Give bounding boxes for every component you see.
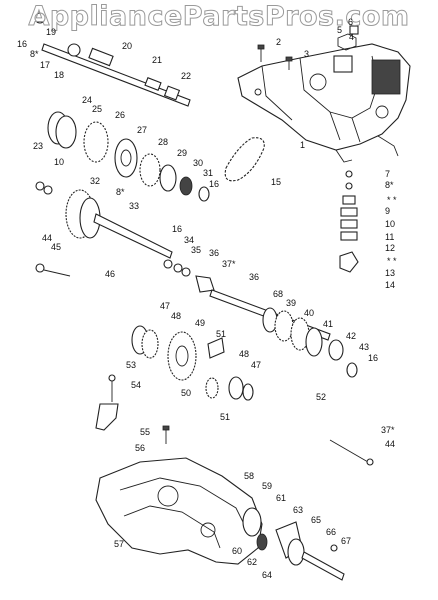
callout-56: 56	[135, 443, 146, 453]
callout-62: 62	[247, 557, 258, 567]
callout-11: 11	[385, 232, 395, 242]
callout-22: 22	[181, 71, 192, 81]
callout-13: 13	[385, 268, 396, 278]
large-gear-shaft	[35, 181, 173, 277]
callout-27: 27	[137, 125, 148, 135]
callout-24: 24	[82, 95, 93, 105]
callout-dots2: * *	[387, 256, 397, 266]
callout-20: 20	[122, 41, 133, 51]
differential-assembly	[131, 325, 254, 401]
lower-housing	[95, 457, 263, 565]
callout-15: 15	[271, 177, 282, 187]
callout-18: 18	[54, 70, 65, 80]
callout-dots1: * *	[387, 195, 397, 205]
callout-52: 52	[316, 392, 327, 402]
callout-16a: 16	[17, 39, 28, 49]
callout-7: 7	[385, 169, 391, 179]
drive-chain	[224, 137, 265, 182]
callout-31: 31	[203, 168, 214, 178]
callout-61: 61	[276, 493, 287, 503]
callout-49: 49	[195, 318, 206, 328]
callout-16c: 16	[172, 224, 183, 234]
callout-8a: 8*	[30, 49, 39, 59]
callout-54: 54	[131, 380, 142, 390]
callout-55: 55	[140, 427, 151, 437]
axle-parts	[242, 507, 345, 581]
callout-46a: 46	[105, 269, 116, 279]
callout-59: 59	[262, 481, 273, 491]
callout-25: 25	[92, 104, 103, 114]
callout-10a: 10	[54, 157, 65, 167]
callout-37b: 37*	[381, 425, 395, 435]
shift-lever	[95, 374, 374, 466]
callout-19: 19	[46, 27, 57, 37]
callout-8b: 8*	[116, 187, 125, 197]
callout-8c: 8*	[385, 180, 394, 190]
callout-34: 34	[184, 235, 195, 245]
callout-64: 64	[262, 570, 273, 580]
callout-14: 14	[385, 280, 396, 290]
callout-47a: 47	[160, 301, 171, 311]
callout-16b: 16	[209, 179, 220, 189]
callout-1: 1	[300, 140, 306, 150]
watermark: AppliancePartsPros.com	[28, 1, 410, 33]
callout-51a: 51	[216, 329, 227, 339]
callout-35: 35	[191, 245, 202, 255]
callout-43: 43	[359, 342, 370, 352]
callout-41: 41	[323, 319, 334, 329]
callout-17: 17	[40, 60, 51, 70]
callout-66: 66	[326, 527, 337, 537]
callout-28: 28	[158, 137, 169, 147]
callout-9: 9	[385, 206, 391, 216]
callout-53: 53	[126, 360, 137, 370]
callout-48a: 48	[171, 311, 182, 321]
callout-45: 45	[51, 242, 62, 252]
callout-23: 23	[33, 141, 44, 151]
callout-16d: 16	[368, 353, 379, 363]
callout-57: 57	[114, 539, 125, 549]
callout-42: 42	[346, 331, 357, 341]
upper-shaft-assembly	[34, 12, 191, 107]
callout-29: 29	[177, 148, 188, 158]
callout-10b: 10	[385, 219, 396, 229]
callout-2: 2	[276, 37, 282, 47]
callout-58: 58	[244, 471, 255, 481]
callout-32: 32	[90, 176, 101, 186]
callout-36b: 36	[249, 272, 260, 282]
upper-housing	[237, 43, 411, 163]
callout-50: 50	[181, 388, 192, 398]
gear-stack-upper	[47, 111, 210, 202]
callout-36a: 36	[209, 248, 220, 258]
callout-30: 30	[193, 158, 204, 168]
middle-shaft-assembly	[163, 259, 358, 378]
callout-37a: 37*	[222, 259, 236, 269]
callout-26: 26	[115, 110, 126, 120]
callout-33: 33	[129, 201, 140, 211]
callout-4: 4	[349, 32, 355, 42]
callout-68: 68	[273, 289, 284, 299]
callout-44a: 44	[42, 233, 53, 243]
callout-47b: 47	[251, 360, 262, 370]
callout-21: 21	[152, 55, 163, 65]
callout-67: 67	[341, 536, 352, 546]
shift-parts	[339, 170, 359, 273]
callout-60: 60	[232, 546, 243, 556]
callout-48b: 48	[239, 349, 250, 359]
callout-63: 63	[293, 505, 304, 515]
callout-3: 3	[304, 49, 310, 59]
callout-39: 39	[286, 298, 297, 308]
callout-40: 40	[304, 308, 315, 318]
callout-6: 6	[348, 17, 354, 27]
callout-51b: 51	[220, 412, 231, 422]
callout-5: 5	[337, 25, 343, 35]
bolts-top	[257, 25, 359, 70]
callout-12: 12	[385, 243, 396, 253]
callout-65: 65	[311, 515, 322, 525]
callout-44b: 44	[385, 439, 396, 449]
